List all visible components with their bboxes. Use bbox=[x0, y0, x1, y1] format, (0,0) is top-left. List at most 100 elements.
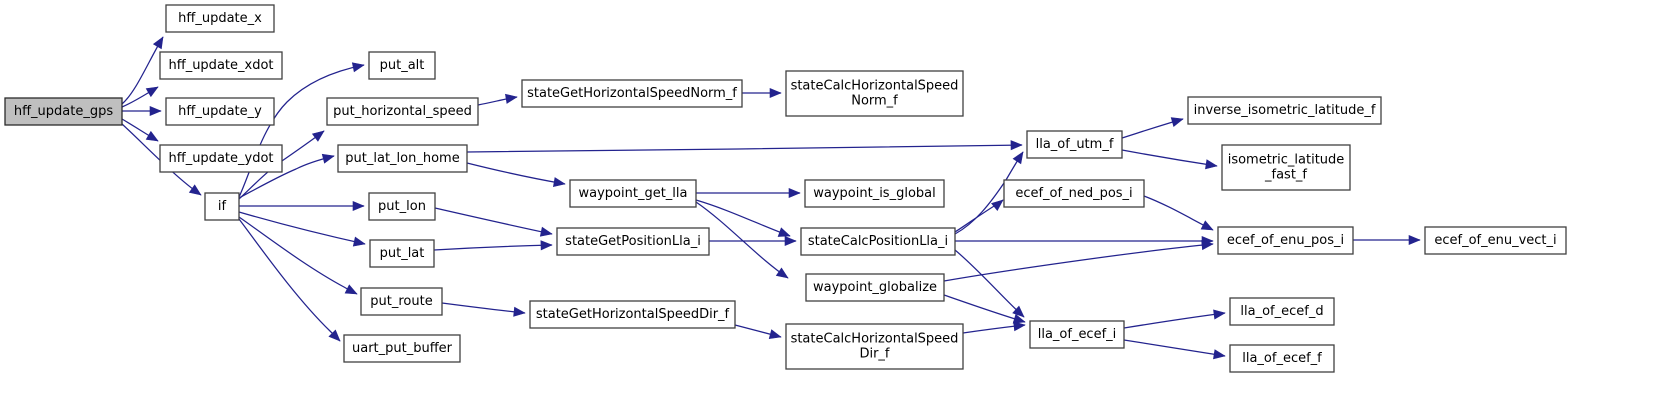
arrow-head-icon bbox=[328, 329, 341, 342]
call-graph-node-ecef_of_enu_vect_i[interactable]: ecef_of_enu_vect_i bbox=[1424, 226, 1567, 255]
call-edge bbox=[238, 218, 341, 342]
arrow-head-icon bbox=[1213, 309, 1226, 320]
call-graph-node-lla_of_ecef_i[interactable]: lla_of_ecef_i bbox=[1029, 320, 1125, 349]
arrow-head-icon bbox=[1013, 321, 1026, 332]
call-graph-node-hff_update_x[interactable]: hff_update_x bbox=[165, 4, 275, 33]
arrow-head-icon bbox=[540, 240, 553, 251]
call-graph-node-hff_update_xdot[interactable]: hff_update_xdot bbox=[159, 51, 283, 80]
arrow-head-icon bbox=[152, 36, 164, 50]
node-rect[interactable] bbox=[521, 79, 743, 108]
node-rect[interactable] bbox=[1003, 179, 1145, 208]
call-graph-node-put_horizontal_speed[interactable]: put_horizontal_speed bbox=[326, 97, 479, 126]
arrow-head-icon bbox=[188, 184, 202, 196]
call-edge bbox=[962, 321, 1026, 334]
call-graph-node-stateCalcPositionLla_i[interactable]: stateCalcPositionLla_i bbox=[800, 227, 956, 256]
arrow-head-icon bbox=[513, 306, 526, 317]
node-rect[interactable] bbox=[337, 144, 468, 173]
call-graph-node-isometric_latitude_fast_f[interactable]: isometric_latitude_fast_f bbox=[1221, 144, 1351, 191]
call-edge bbox=[238, 216, 358, 295]
call-graph-node-hff_update_ydot[interactable]: hff_update_ydot bbox=[159, 144, 283, 173]
call-edge bbox=[943, 294, 1026, 324]
call-edge bbox=[955, 235, 1214, 247]
node-rect[interactable] bbox=[165, 4, 275, 33]
node-rect[interactable] bbox=[368, 51, 436, 80]
node-rect[interactable] bbox=[1229, 344, 1335, 373]
arrow-head-icon bbox=[1010, 140, 1023, 151]
node-rect[interactable] bbox=[369, 239, 435, 268]
arrow-head-icon bbox=[768, 329, 782, 339]
call-graph-node-waypoint_is_global[interactable]: waypoint_is_global bbox=[804, 179, 945, 208]
call-graph-node-lla_of_ecef_f[interactable]: lla_of_ecef_f bbox=[1229, 344, 1335, 373]
arrow-head-icon bbox=[505, 93, 518, 104]
call-edge bbox=[238, 153, 335, 199]
arrow-head-icon bbox=[769, 87, 782, 99]
call-graph-node-lla_of_utm_f[interactable]: lla_of_utm_f bbox=[1026, 130, 1123, 159]
node-rect[interactable] bbox=[1026, 130, 1123, 159]
arrow-head-icon bbox=[1012, 151, 1024, 165]
call-edge bbox=[1143, 195, 1214, 231]
call-edge bbox=[477, 93, 518, 106]
call-graph-node-stateGetHorizontalSpeedNorm_f[interactable]: stateGetHorizontalSpeedNorm_f bbox=[521, 79, 743, 108]
node-rect[interactable] bbox=[1187, 96, 1382, 125]
node-rect[interactable] bbox=[805, 273, 945, 302]
call-graph-node-stateGetPositionLla_i[interactable]: stateGetPositionLla_i bbox=[556, 227, 710, 256]
node-rect[interactable] bbox=[1424, 226, 1567, 255]
call-graph-node-inverse_isometric_latitude_f[interactable]: inverse_isometric_latitude_f bbox=[1187, 96, 1382, 125]
call-graph-node-waypoint_get_lla[interactable]: waypoint_get_lla bbox=[569, 179, 697, 208]
node-rect[interactable] bbox=[204, 192, 240, 221]
node-rect[interactable] bbox=[800, 227, 956, 256]
node-rect[interactable] bbox=[569, 179, 697, 208]
arrow-head-icon bbox=[777, 227, 791, 237]
node-rect[interactable] bbox=[1229, 297, 1335, 326]
node-rect[interactable] bbox=[1217, 226, 1354, 255]
call-graph-node-put_lat[interactable]: put_lat bbox=[369, 239, 435, 268]
arrow-head-icon bbox=[149, 105, 162, 117]
call-edge bbox=[1123, 339, 1226, 360]
node-rect[interactable] bbox=[360, 287, 443, 316]
node-rect[interactable] bbox=[343, 334, 461, 363]
node-rect[interactable] bbox=[1221, 144, 1351, 191]
node-rect[interactable] bbox=[785, 323, 964, 370]
call-graph-node-put_lat_lon_home[interactable]: put_lat_lon_home bbox=[337, 144, 468, 173]
node-rect[interactable] bbox=[159, 144, 283, 173]
call-edge bbox=[696, 187, 801, 199]
call-graph-node-put_lon[interactable]: put_lon bbox=[368, 192, 436, 221]
call-edge bbox=[238, 211, 366, 247]
node-rect[interactable] bbox=[556, 227, 710, 256]
node-rect[interactable] bbox=[529, 300, 736, 329]
call-graph-node-ecef_of_ned_pos_i[interactable]: ecef_of_ned_pos_i bbox=[1003, 179, 1145, 208]
call-edge bbox=[742, 87, 782, 99]
call-graph-node-waypoint_globalize[interactable]: waypoint_globalize bbox=[805, 273, 945, 302]
node-rect[interactable] bbox=[804, 179, 945, 208]
call-graph-node-if[interactable]: if bbox=[204, 192, 240, 221]
call-graph-node-put_route[interactable]: put_route bbox=[360, 287, 443, 316]
call-graph-node-hff_update_y[interactable]: hff_update_y bbox=[165, 97, 275, 126]
node-rect[interactable] bbox=[368, 192, 436, 221]
arrow-head-icon bbox=[352, 200, 365, 212]
node-rect[interactable] bbox=[4, 97, 123, 126]
node-rect[interactable] bbox=[1029, 320, 1125, 349]
call-graph-node-uart_put_buffer[interactable]: uart_put_buffer bbox=[343, 334, 461, 363]
call-graph-node-lla_of_ecef_d[interactable]: lla_of_ecef_d bbox=[1229, 297, 1335, 326]
call-edge bbox=[1121, 149, 1218, 170]
node-rect[interactable] bbox=[159, 51, 283, 80]
node-rect[interactable] bbox=[785, 70, 964, 117]
call-edge bbox=[734, 324, 782, 339]
call-edge bbox=[1121, 117, 1184, 139]
call-graph-node-put_alt[interactable]: put_alt bbox=[368, 51, 436, 80]
call-edge bbox=[466, 162, 566, 188]
call-graph-node-hff_update_gps[interactable]: hff_update_gps bbox=[4, 97, 123, 126]
node-rect[interactable] bbox=[326, 97, 479, 126]
call-edge bbox=[954, 249, 1025, 318]
arrow-head-icon bbox=[311, 130, 325, 142]
arrow-head-icon bbox=[145, 86, 159, 98]
call-graph-node-ecef_of_enu_pos_i[interactable]: ecef_of_enu_pos_i bbox=[1217, 226, 1354, 255]
node-rect[interactable] bbox=[165, 97, 275, 126]
arrow-head-icon bbox=[539, 226, 553, 237]
arrow-head-icon bbox=[1201, 240, 1214, 251]
call-graph-node-stateGetHorizontalSpeedDir_f[interactable]: stateGetHorizontalSpeedDir_f bbox=[529, 300, 736, 329]
arrow-head-icon bbox=[1408, 234, 1421, 246]
